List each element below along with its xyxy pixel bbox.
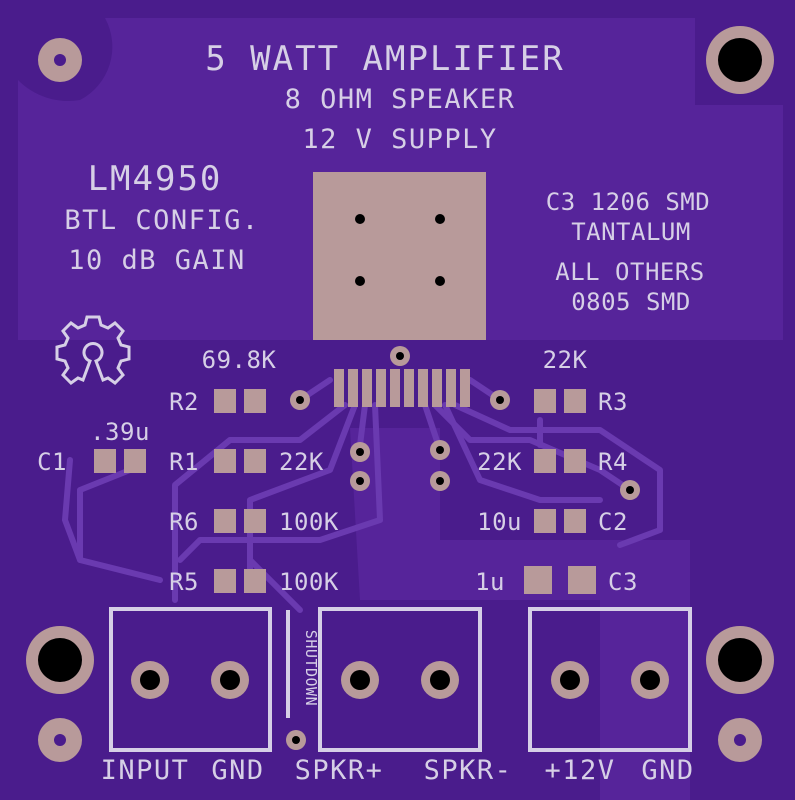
c1-ref: C1 bbox=[37, 448, 67, 476]
r5-ref: R5 bbox=[169, 568, 199, 596]
chip-gain: 10 dB GAIN bbox=[68, 245, 246, 276]
chip-name: LM4950 bbox=[88, 159, 223, 199]
connector-supply-label: +12V bbox=[544, 755, 615, 786]
r5-value: 100K bbox=[279, 568, 339, 596]
r3-value: 22K bbox=[543, 346, 588, 374]
connector-spkr-minus-label: SPKR- bbox=[424, 755, 513, 786]
title-line-2: 8 OHM SPEAKER bbox=[285, 84, 516, 115]
vias bbox=[286, 346, 640, 750]
c3-value: 1u bbox=[475, 568, 505, 596]
shutdown-label: SHUTDOWN bbox=[302, 630, 320, 706]
r1-value: 22K bbox=[279, 448, 324, 476]
mounting-holes bbox=[26, 26, 774, 762]
gear-logo-icon bbox=[55, 315, 131, 385]
connector-input-gnd-label: GND bbox=[211, 755, 264, 786]
connector-input-label: INPUT bbox=[101, 755, 190, 786]
cap-note-4: 0805 SMD bbox=[571, 288, 691, 316]
cap-note-2: TANTALUM bbox=[571, 218, 691, 246]
terminal-pads bbox=[131, 661, 669, 699]
c3-ref: C3 bbox=[608, 568, 638, 596]
r2-value: 69.8K bbox=[202, 346, 277, 374]
c2-value: 10u bbox=[477, 508, 522, 536]
title-line-1: 5 WATT AMPLIFIER bbox=[205, 39, 565, 79]
smd-pads bbox=[94, 389, 596, 594]
c2-ref: C2 bbox=[598, 508, 628, 536]
cap-note-3: ALL OTHERS bbox=[555, 258, 705, 286]
r4-ref: R4 bbox=[598, 448, 628, 476]
ic-footprint bbox=[334, 369, 470, 407]
connector-supply-gnd-label: GND bbox=[641, 755, 694, 786]
r6-ref: R6 bbox=[169, 508, 199, 536]
r1-ref: R1 bbox=[169, 448, 199, 476]
c1-value: .39u bbox=[90, 418, 150, 446]
r6-value: 100K bbox=[279, 508, 339, 536]
r3-ref: R3 bbox=[598, 388, 628, 416]
cap-note-1: C3 1206 SMD bbox=[546, 188, 710, 216]
connector-spkr-plus-label: SPKR+ bbox=[295, 755, 384, 786]
r2-ref: R2 bbox=[169, 388, 199, 416]
title-line-3: 12 V SUPPLY bbox=[302, 124, 497, 155]
terminal-outlines bbox=[109, 607, 692, 752]
thermal-pad bbox=[313, 172, 486, 340]
chip-config: BTL CONFIG. bbox=[64, 205, 259, 236]
r4-value: 22K bbox=[477, 448, 522, 476]
thermal-vias bbox=[355, 214, 445, 286]
